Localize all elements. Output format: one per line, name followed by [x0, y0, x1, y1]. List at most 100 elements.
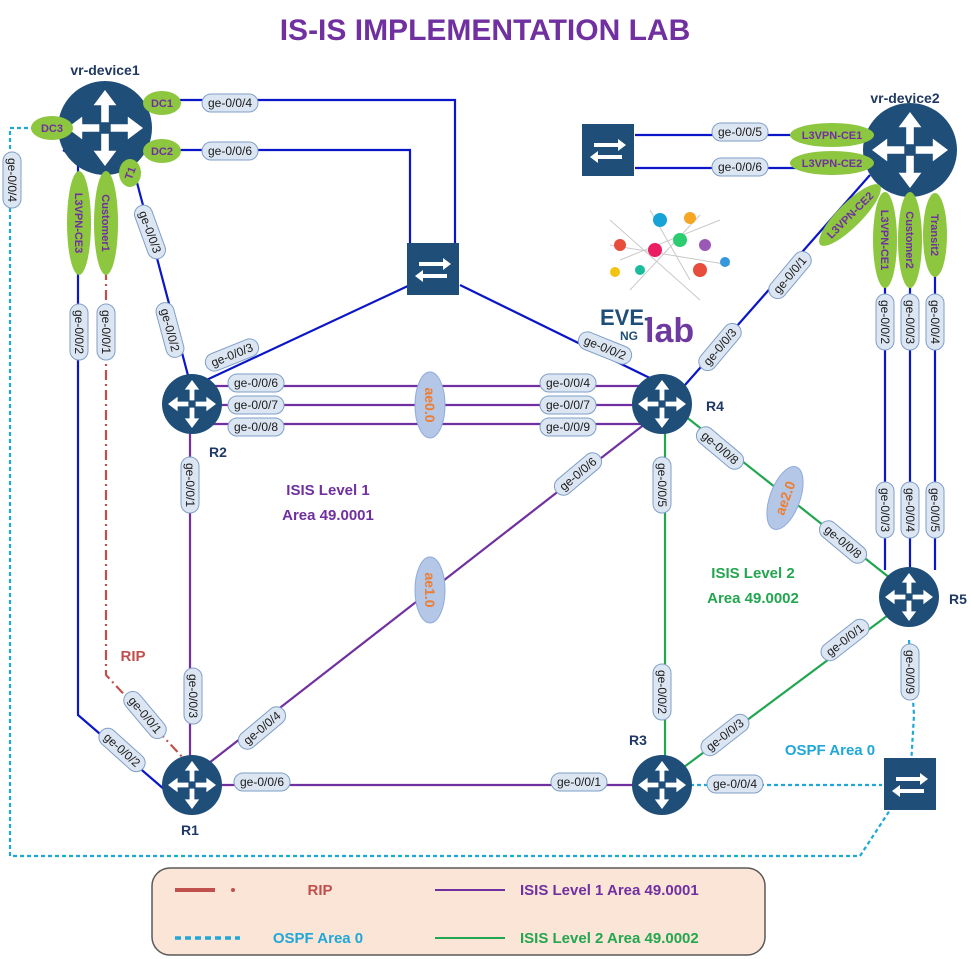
interface-label: ge-0/0/1 [557, 775, 601, 789]
interface-tag: ge-0/0/2 [98, 727, 146, 773]
interface-tag: ge-0/0/2 [875, 293, 895, 351]
interface-label: ge-0/0/1 [99, 310, 113, 354]
interface-label: ge-0/0/4 [928, 300, 942, 344]
interface-label: ge-0/0/4 [5, 158, 19, 202]
isis-l1-area-line1: ISIS Level 1 [286, 482, 369, 499]
interface-label: ge-0/0/2 [655, 670, 669, 714]
interface-label: ge-0/0/5 [928, 488, 942, 532]
interface-tag: ge-0/0/4 [900, 481, 920, 539]
interface-tag: ge-0/0/3 [700, 713, 750, 757]
rip-link [104, 190, 186, 761]
r3-label: R3 [629, 732, 647, 748]
router-r2[interactable] [162, 374, 222, 434]
interface-label: ge-0/0/6 [240, 775, 284, 789]
interface-tag: ge-0/0/8 [818, 520, 868, 564]
interface-label: ge-0/0/1 [183, 463, 197, 507]
interface-tag: ge-0/0/4 [237, 706, 287, 750]
interface-tag: ge-0/0/4 [925, 293, 945, 351]
eve-ng-logo: EVE- NG lab [600, 209, 731, 350]
r5-label: R5 [949, 591, 967, 607]
rip-label: RIP [120, 648, 145, 665]
green-tags: DC1 DC2 DC3 T1 L3VPN-CE3 Customer1 L3VPN… [31, 91, 947, 288]
interface-label: ge-0/0/4 [546, 376, 590, 390]
interface-label: ge-0/0/6 [557, 454, 600, 493]
interface-tag: ge-0/0/4 [201, 93, 259, 113]
interface-tag: ge-0/0/3 [183, 667, 203, 725]
interface-tag: ge-0/0/5 [925, 481, 945, 539]
interface-tag: ge-0/0/1 [820, 618, 870, 662]
interface-label: ge-0/0/2 [72, 310, 86, 354]
interface-labels: ge-0/0/4 ge-0/0/6 ge-0/0/4 ge-0/0/3 ge-0/0/2… [2, 93, 945, 794]
switch-center[interactable] [407, 243, 459, 295]
interface-tag: ge-0/0/4 [2, 151, 22, 209]
ospf-area-label: OSPF Area 0 [785, 742, 875, 759]
interface-tag: ge-0/0/7 [539, 395, 597, 415]
interface-label: ge-0/0/6 [234, 376, 278, 390]
legend-isis-l2: ISIS Level 2 Area 49.0002 [520, 930, 699, 947]
router-r3[interactable] [632, 755, 692, 815]
interface-tag: ge-0/0/8 [227, 417, 285, 437]
interface-tag: ge-0/0/1 [180, 456, 200, 514]
vr-device1-router[interactable] [58, 81, 152, 175]
tag-transit2: Transit2 [928, 214, 940, 256]
interface-tag: ge-0/0/1 [123, 690, 167, 740]
interface-label: ge-0/0/4 [241, 708, 284, 747]
switch-top-right[interactable] [582, 124, 634, 176]
interface-tag: ge-0/0/6 [711, 157, 769, 177]
vr-device2-router[interactable] [863, 103, 957, 197]
ae0-label: ae0.0 [422, 387, 438, 422]
interface-tag: ge-0/0/3 [134, 204, 166, 260]
vr-device2-label: vr-device2 [870, 90, 939, 106]
switch-bottom-right[interactable] [884, 758, 936, 810]
vr-device1-label: vr-device1 [70, 62, 139, 78]
tag-dc1: DC1 [151, 98, 173, 110]
logo-lab-text: lab [645, 312, 694, 350]
interface-label: ge-0/0/3 [209, 340, 255, 370]
interface-tag: ge-0/0/2 [155, 302, 185, 358]
interface-tag: ge-0/0/4 [539, 373, 597, 393]
logo-ng-text: NG [620, 329, 638, 343]
r1-label: R1 [181, 822, 199, 838]
interface-label: ge-0/0/3 [903, 300, 917, 344]
interface-label: ge-0/0/5 [718, 125, 762, 139]
interface-label: ge-0/0/1 [125, 694, 164, 737]
interface-label: ge-0/0/7 [546, 398, 590, 412]
interface-tag: ge-0/0/7 [227, 395, 285, 415]
ae-bundles: ae0.0 ae1.0 ae2.0 [414, 371, 804, 624]
interface-label: ge-0/0/4 [713, 777, 757, 791]
tag-customer2: Customer2 [903, 211, 915, 268]
page-title: IS-IS IMPLEMENTATION LAB [280, 14, 691, 47]
router-r1[interactable] [162, 755, 222, 815]
interface-tag: ge-0/0/5 [711, 122, 769, 142]
ae1-label: ae1.0 [422, 572, 438, 607]
interface-label: ge-0/0/2 [878, 300, 892, 344]
tag-vr2-l3vpn-ce1: L3VPN-CE1 [802, 130, 863, 142]
interface-tag: ge-0/0/6 [553, 452, 603, 496]
legend: RIP OSPF Area 0 ISIS Level 1 Area 49.000… [151, 867, 766, 956]
interface-label: ge-0/0/6 [208, 144, 252, 158]
interface-label: ge-0/0/3 [700, 325, 739, 368]
router-r5[interactable] [879, 567, 939, 627]
legend-ospf: OSPF Area 0 [273, 930, 363, 947]
interface-tag: ge-0/0/4 [706, 774, 764, 794]
isis-l2-area-line2: Area 49.0002 [707, 590, 799, 607]
interface-tag: ge-0/0/1 [96, 303, 116, 361]
interface-tag: ge-0/0/3 [698, 322, 742, 372]
interface-tag: ge-0/0/3 [900, 293, 920, 351]
tag-dc2: DC2 [151, 146, 173, 158]
tag-customer1: Customer1 [99, 194, 111, 251]
tag-vr2-l3vpn-ce1-vert: L3VPN-CE1 [878, 210, 890, 271]
interface-tag: ge-0/0/6 [227, 373, 285, 393]
interface-label: ge-0/0/7 [234, 398, 278, 412]
interface-label: ge-0/0/8 [234, 420, 278, 434]
interface-label: ge-0/0/4 [903, 488, 917, 532]
interface-tag: ge-0/0/3 [875, 481, 895, 539]
interface-label: ge-0/0/8 [822, 522, 865, 561]
legend-rip: RIP [307, 882, 332, 899]
interface-label: ge-0/0/3 [878, 488, 892, 532]
interface-label: ge-0/0/1 [770, 253, 809, 296]
router-r4[interactable] [632, 374, 692, 434]
legend-isis-l1: ISIS Level 1 Area 49.0001 [520, 882, 699, 899]
interface-tag: ge-0/0/1 [550, 772, 608, 792]
